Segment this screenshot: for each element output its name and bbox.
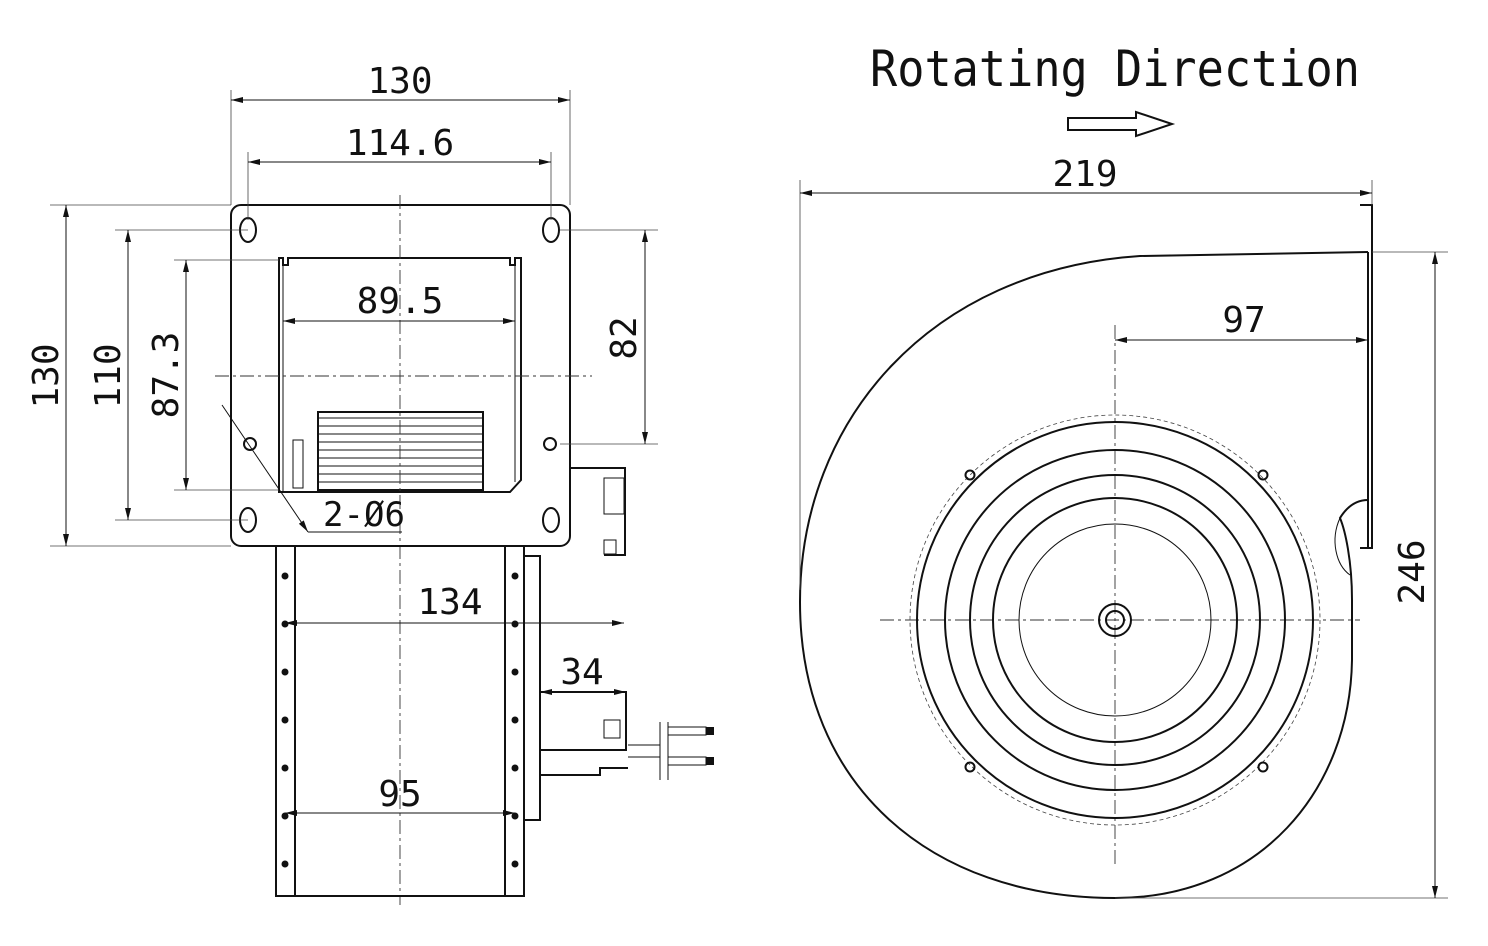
- front-view: 130 114.6 130 110 87.3 89.5 82 2-Ø6: [26, 61, 714, 905]
- scroll-housing: [798, 251, 1369, 900]
- dim-width-holes: 114.6: [346, 123, 454, 164]
- rotation-arrow-icon: [1067, 110, 1176, 138]
- dim-outlet-width: 89.5: [357, 281, 444, 322]
- dim-depth-total: 134: [417, 582, 482, 623]
- housing-body: [275, 545, 525, 897]
- dim-height-holes: 110: [88, 343, 129, 408]
- dim-center-to-outlet: 97: [1222, 300, 1265, 341]
- motor-rings: [909, 414, 1321, 826]
- outlet-flange: [1360, 204, 1373, 549]
- dim-right-offset: 82: [604, 316, 645, 359]
- motor-mount-screws: [964, 469, 1269, 773]
- dim-side-width: 219: [1052, 154, 1117, 195]
- dim-motor-depth: 34: [560, 652, 603, 693]
- impeller-blades: [317, 411, 484, 491]
- dim-side-height: 246: [1392, 539, 1433, 604]
- holes-note: 2-Ø6: [323, 495, 405, 535]
- dim-width-outer: 130: [367, 61, 432, 102]
- motor: [524, 467, 714, 821]
- dim-outlet-height: 87.3: [146, 332, 187, 419]
- side-view: 219 246 97: [798, 154, 1448, 900]
- dim-wheel-width: 95: [378, 774, 421, 815]
- title-rotating-direction: Rotating Direction: [870, 40, 1360, 98]
- dim-height-outer: 130: [26, 343, 67, 408]
